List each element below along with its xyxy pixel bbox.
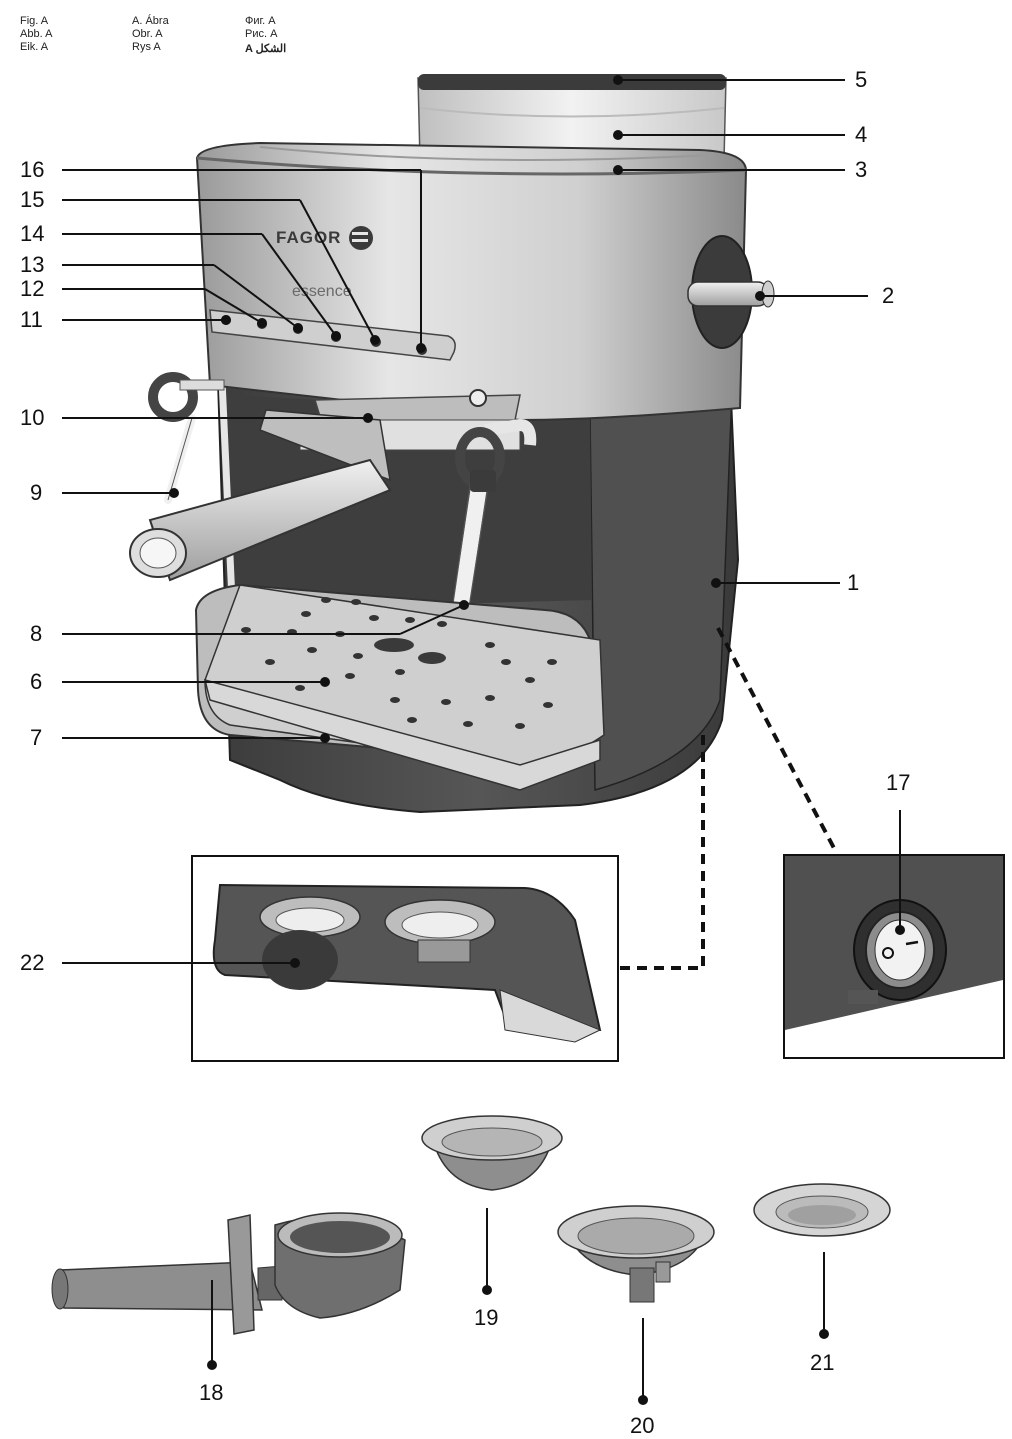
portafilter-accessory [51, 1212, 406, 1335]
callout-8: 8 [30, 621, 42, 646]
drip-grid-holes [241, 597, 557, 729]
filter-basket-20 [557, 1205, 715, 1303]
dashed-connector-switch [716, 627, 837, 851]
fig-header-2-1: A. Ábra [132, 14, 170, 27]
callout-11: 11 [20, 307, 43, 332]
fig-header-3-3: A الشكل [245, 43, 286, 55]
dashed-connector-stand [620, 735, 705, 970]
callout-20: 20 [630, 1413, 654, 1438]
power-off-icon [882, 947, 894, 959]
steam-knob[interactable] [687, 235, 775, 349]
callout-19: 19 [474, 1305, 498, 1330]
fig-header-1-1: Fig. A [20, 15, 49, 27]
filter-basket-21 [753, 1183, 891, 1237]
callout-3: 3 [855, 157, 867, 182]
callout-7: 7 [30, 725, 42, 750]
figure-headers: Fig. A Abb. A Eik. A A. Ábra Obr. A Rys … [20, 14, 286, 55]
callout-9: 9 [30, 480, 42, 505]
drip-tray[interactable] [194, 583, 605, 791]
valve-symbol-icon [469, 389, 487, 407]
callout-4: 4 [855, 122, 867, 147]
callout-1: 1 [847, 570, 859, 595]
callout-16: 16 [20, 157, 44, 182]
callout-5: 5 [855, 67, 867, 92]
callout-12: 12 [20, 276, 44, 301]
callout-10: 10 [20, 405, 44, 430]
water-tank [417, 74, 727, 161]
callout-21: 21 [810, 1350, 834, 1375]
fig-header-1-3: Eik. A [20, 41, 49, 53]
brand-sub: essence [292, 283, 352, 300]
callout-14: 14 [20, 221, 44, 246]
power-switch[interactable] [848, 990, 878, 1004]
filter-basket-19 [421, 1115, 563, 1191]
portafilter-installed[interactable] [129, 409, 392, 582]
callout-17: 17 [886, 770, 910, 795]
brand-name: FAGOR [276, 228, 341, 247]
fig-header-2-3: Rys A [132, 41, 161, 53]
callout-22: 22 [20, 950, 44, 975]
callout-18: 18 [199, 1380, 223, 1405]
callout-6: 6 [30, 669, 42, 694]
fig-header-2-2: Obr. A [132, 28, 163, 40]
fagor-logo: FAGOR essence [276, 226, 373, 300]
callout-2: 2 [882, 283, 894, 308]
tank-lid [418, 74, 726, 90]
leader-lines [62, 75, 905, 1405]
inset-power-switch [783, 854, 1005, 1059]
inset-filter-holder [191, 855, 619, 1062]
fig-header-1-2: Abb. A [20, 28, 53, 40]
callout-13: 13 [20, 252, 44, 277]
fig-header-3-1: Фиг. A [245, 15, 276, 27]
steam-wand-left[interactable] [148, 372, 225, 504]
fig-header-3-2: Рис. A [245, 28, 278, 40]
callout-numbers: 5 4 3 2 1 16 15 14 13 12 11 10 9 8 6 7 2… [20, 67, 910, 1438]
callout-15: 15 [20, 187, 44, 212]
power-on-icon [905, 940, 919, 946]
machine-body: FAGOR essence [129, 74, 775, 814]
